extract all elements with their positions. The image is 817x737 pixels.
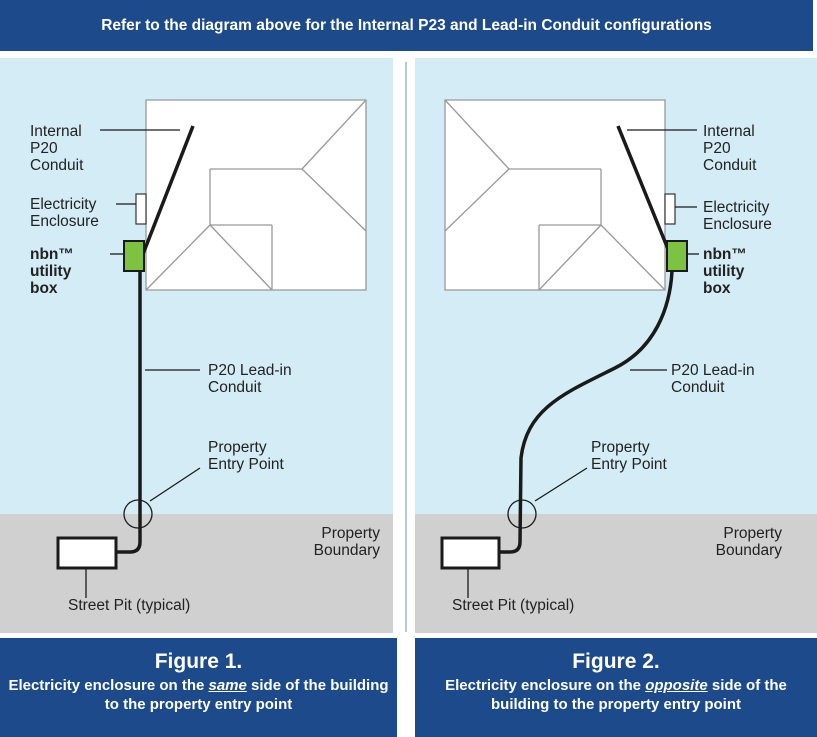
label-street-pit: Street Pit (typical) bbox=[68, 597, 190, 614]
figure2-caption: Electricity enclosure on the opposite si… bbox=[445, 677, 787, 713]
property-entry-point-marker bbox=[507, 499, 537, 529]
figure2-footer: Figure 2. Electricity enclosure on the o… bbox=[415, 638, 817, 737]
ground-area bbox=[415, 514, 817, 633]
lead-in-conduit-path bbox=[114, 271, 142, 554]
house-roof-plan bbox=[444, 99, 666, 291]
panel-divider bbox=[405, 62, 407, 632]
house-roof-plan bbox=[145, 99, 367, 291]
header-title: Refer to the diagram above for the Inter… bbox=[101, 16, 712, 34]
figure1-caption-emphasis: same bbox=[208, 677, 247, 694]
electricity-enclosure bbox=[664, 193, 676, 225]
street-pit bbox=[56, 536, 118, 570]
figure2-title: Figure 2. bbox=[572, 650, 660, 673]
ground-area bbox=[0, 514, 393, 633]
figure1-footer: Figure 1. Electricity enclosure on the s… bbox=[0, 638, 397, 737]
electricity-enclosure bbox=[135, 193, 147, 225]
figure1-caption: Electricity enclosure on the same side o… bbox=[8, 677, 389, 713]
property-entry-point-marker bbox=[123, 499, 153, 529]
header-banner: Refer to the diagram above for the Inter… bbox=[0, 0, 813, 51]
lead-in-conduit-path bbox=[498, 270, 674, 554]
nbn-utility-box bbox=[123, 240, 145, 272]
nbn-utility-box bbox=[666, 240, 688, 272]
internal-conduit-line bbox=[141, 125, 195, 255]
label-street-pit: Street Pit (typical) bbox=[452, 597, 574, 614]
street-pit bbox=[440, 536, 501, 570]
figure1-title: Figure 1. bbox=[154, 650, 243, 673]
figure2-caption-emphasis: opposite bbox=[645, 677, 708, 694]
internal-conduit-line bbox=[616, 125, 672, 255]
